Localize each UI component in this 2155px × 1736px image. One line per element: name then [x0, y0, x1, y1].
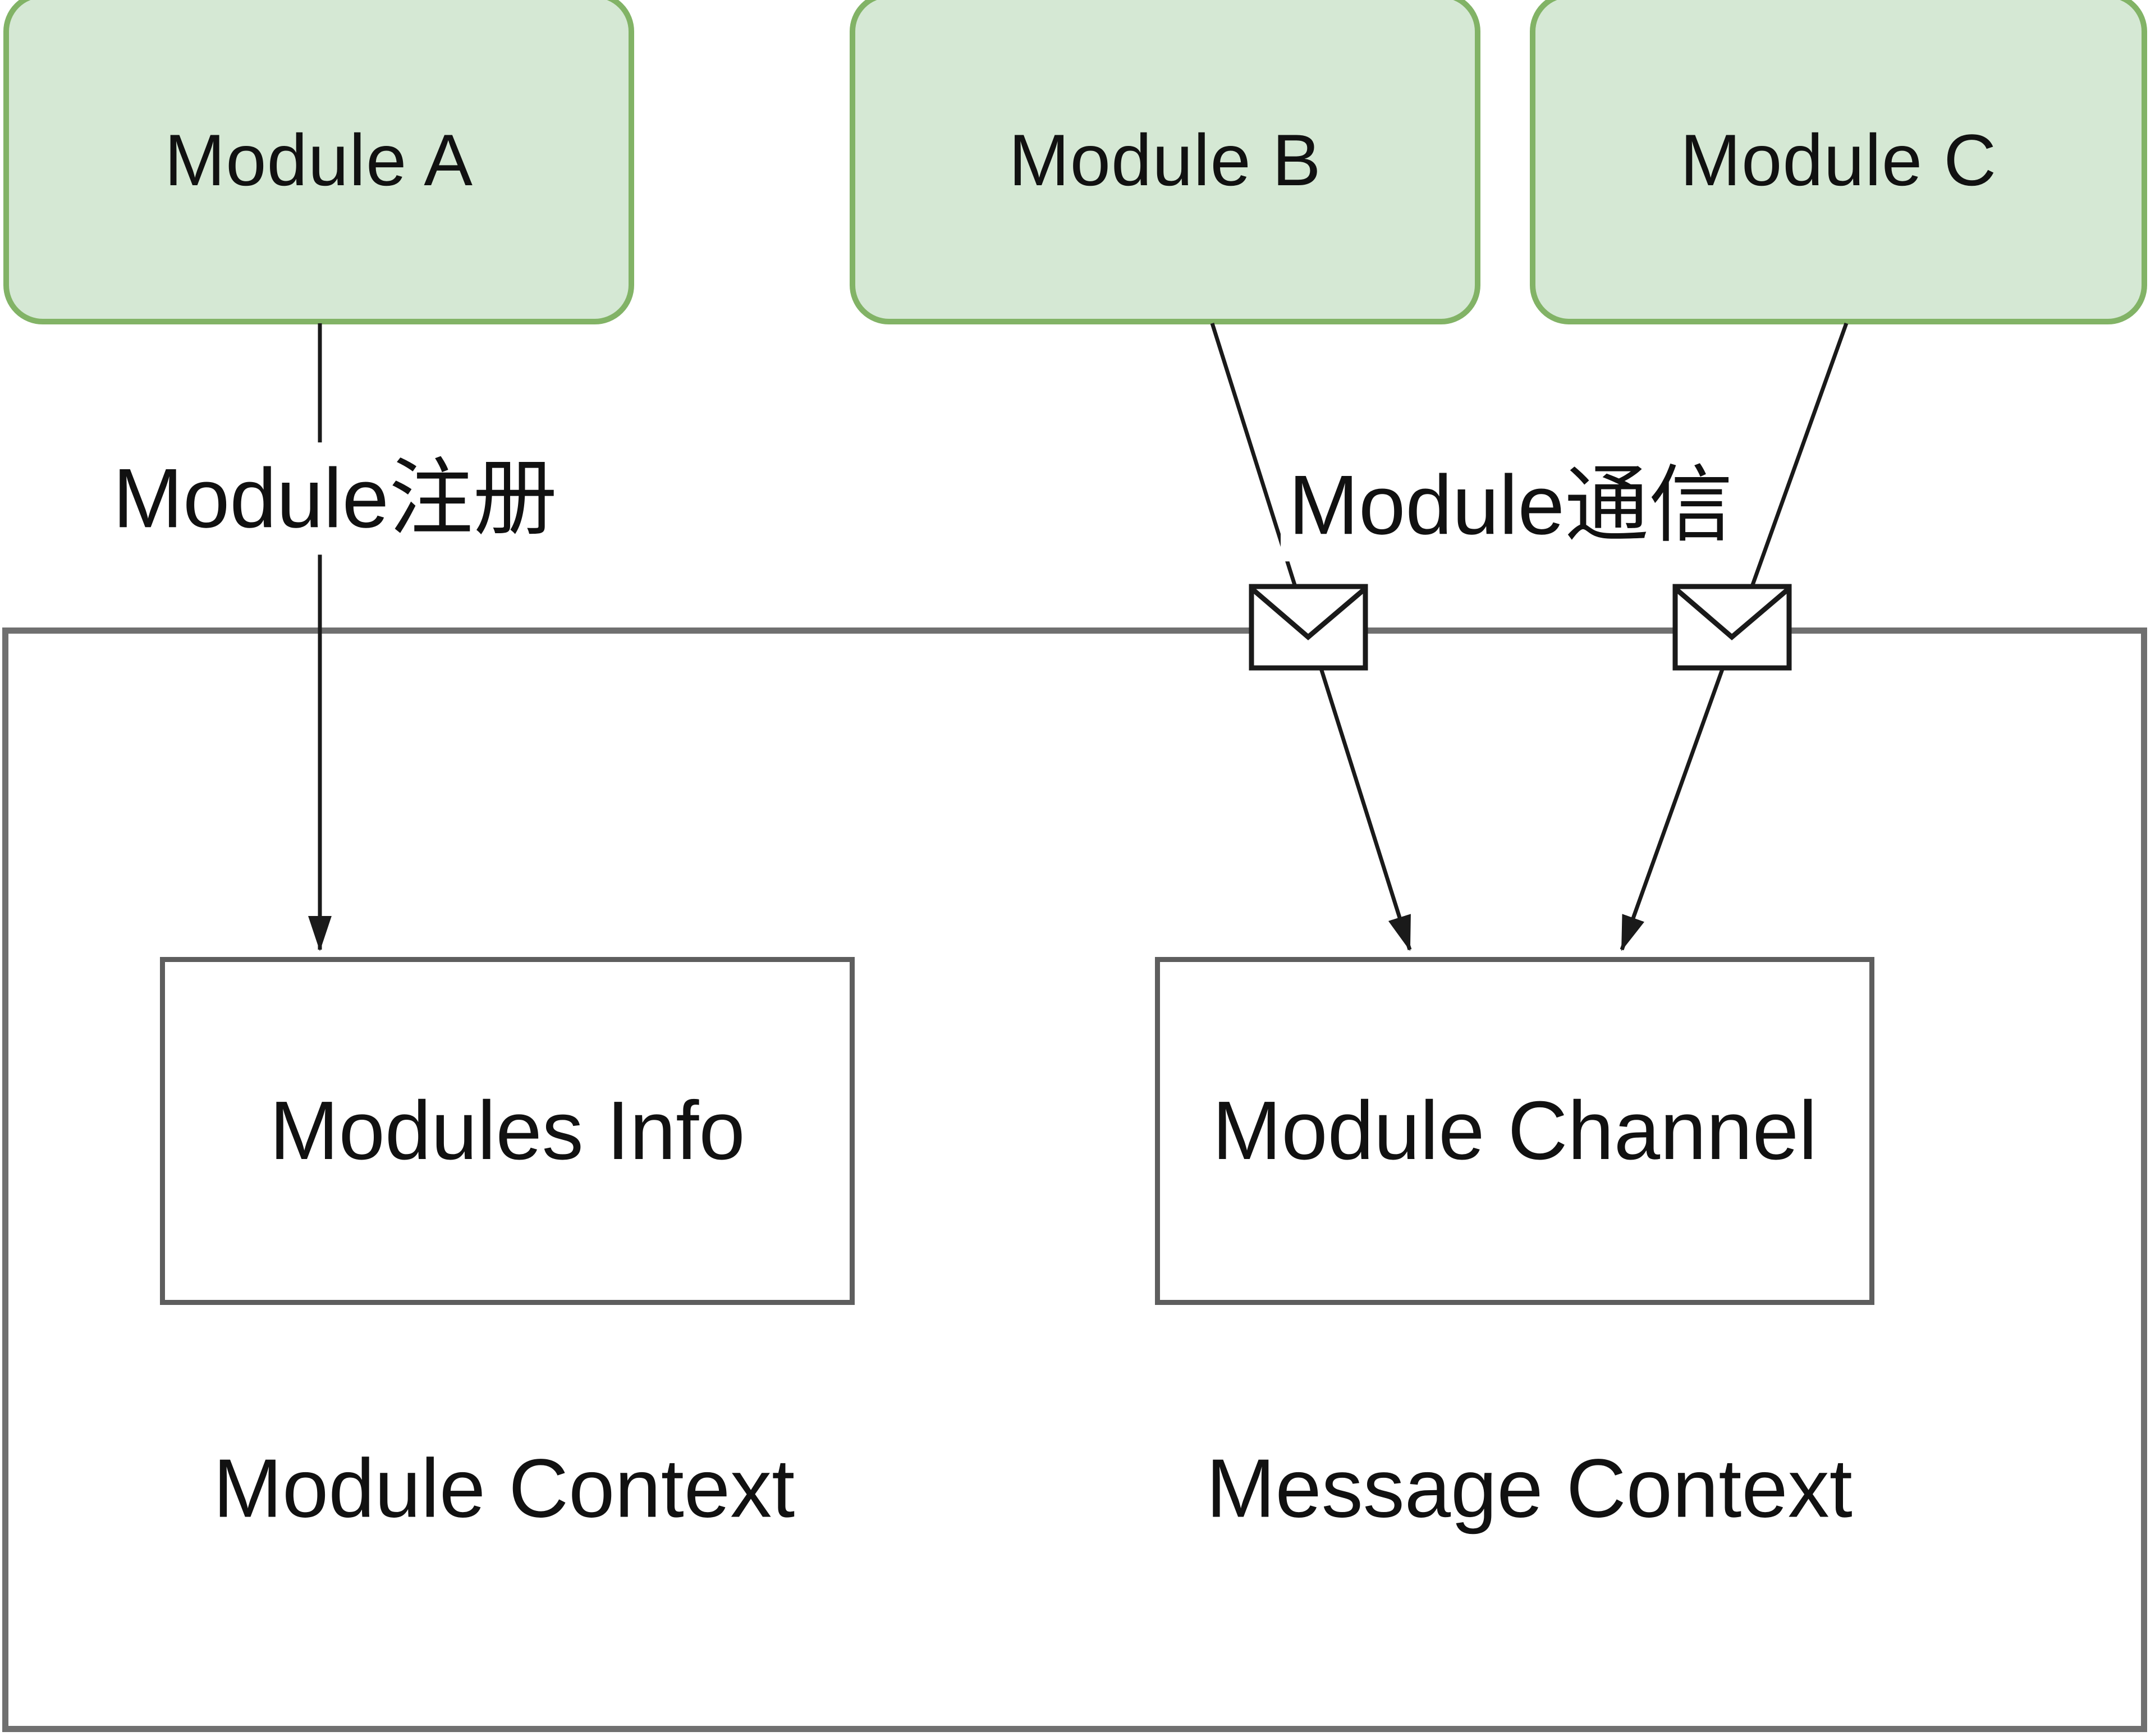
modules-info-label: Modules Info [269, 1084, 745, 1178]
module-channel-label: Module Channel [1212, 1084, 1817, 1178]
node-module-b: Module B [850, 0, 1480, 324]
modules-info-box: Modules Info [160, 957, 855, 1305]
context-container-box [2, 627, 2147, 1732]
module-channel-box: Module Channel [1155, 957, 1874, 1305]
caption-module-context: Module Context [213, 1442, 795, 1535]
edge-label-module-register: Module注册 [105, 442, 565, 555]
node-module-a-label: Module A [164, 119, 474, 201]
node-module-c-label: Module C [1680, 119, 1997, 201]
node-module-b-label: Module B [1008, 119, 1322, 201]
edge-label-module-communicate: Module通信 [1281, 449, 1741, 561]
node-module-a: Module A [3, 0, 634, 324]
node-module-c: Module C [1530, 0, 2147, 324]
caption-message-context: Message Context [1206, 1442, 1853, 1535]
